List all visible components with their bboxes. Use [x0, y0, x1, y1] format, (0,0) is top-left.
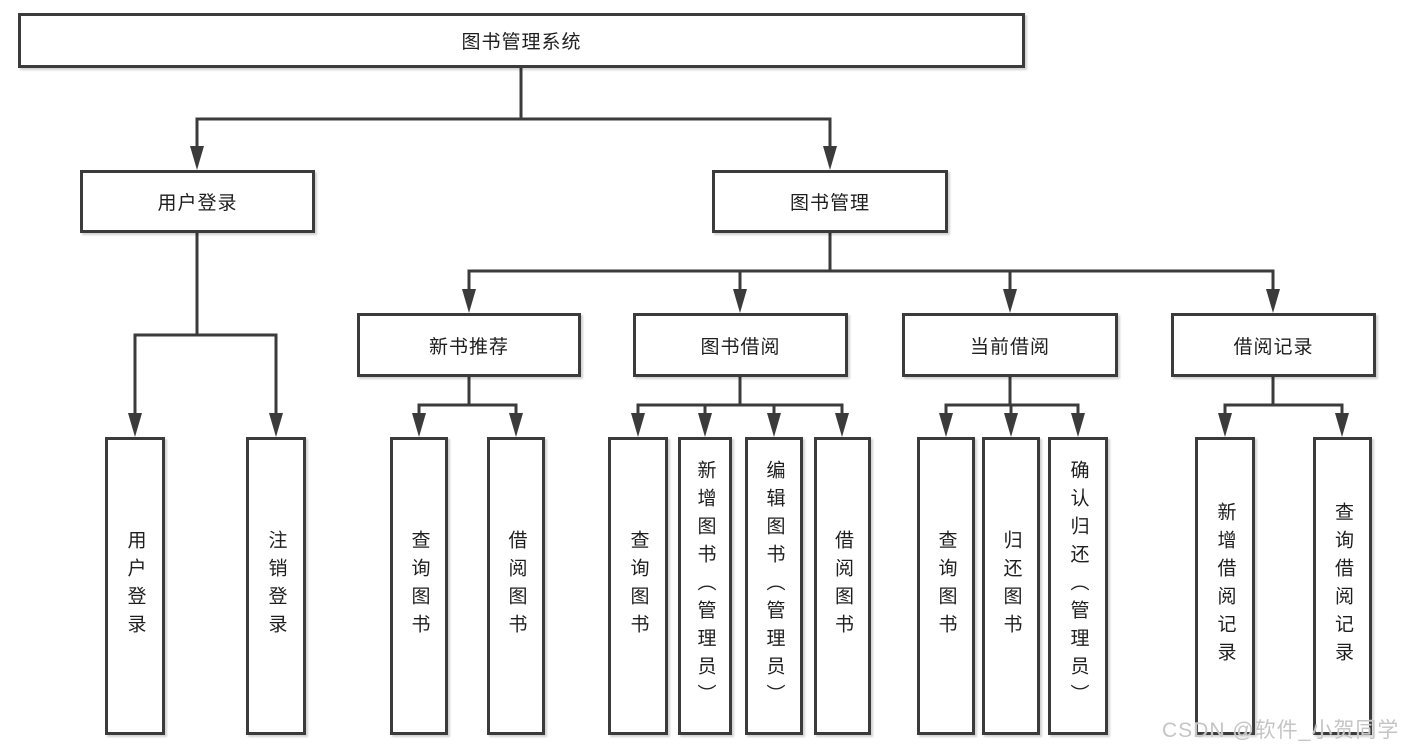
leaf-query-borrow-record-label: 查询借阅记录 — [1332, 502, 1353, 670]
leaf-query-borrow-record: 查询借阅记录 — [1313, 437, 1372, 735]
leaf-query-books-3-label: 查询图书 — [935, 530, 957, 642]
node-borrow-records: 借阅记录 — [1171, 313, 1376, 377]
watermark: CSDN @软件_小贺同学 — [1162, 719, 1400, 742]
leaf-query-books-3: 查询图书 — [917, 437, 975, 735]
leaf-confirm-return-admin: 确认归还（管理员） — [1048, 437, 1108, 735]
leaf-query-books-2: 查询图书 — [608, 437, 668, 735]
leaf-confirm-return-admin-label: 确认归还（管理员） — [1067, 460, 1089, 712]
leaf-borrow-books-1: 借阅图书 — [487, 437, 545, 735]
leaf-logout-label: 注销登录 — [265, 530, 287, 642]
leaf-return-books: 归还图书 — [982, 437, 1040, 735]
leaf-borrow-books-2-label: 借阅图书 — [832, 530, 853, 642]
leaf-user-login-label: 用户登录 — [124, 530, 146, 642]
leaf-edit-books-admin: 编辑图书（管理员） — [745, 437, 803, 735]
leaf-query-books-2-label: 查询图书 — [627, 530, 649, 642]
leaf-borrow-books-2: 借阅图书 — [814, 437, 871, 735]
node-current-borrow: 当前借阅 — [902, 313, 1118, 377]
leaf-user-login: 用户登录 — [105, 437, 165, 735]
leaf-logout: 注销登录 — [246, 437, 306, 735]
node-new-book-recommend: 新书推荐 — [357, 313, 581, 377]
leaf-borrow-books-1-label: 借阅图书 — [505, 530, 527, 642]
leaf-query-books-1: 查询图书 — [390, 437, 448, 735]
node-book-borrow: 图书借阅 — [633, 313, 848, 377]
leaf-add-books-admin: 新增图书（管理员） — [678, 437, 732, 735]
node-book-management: 图书管理 — [712, 170, 948, 233]
leaf-add-borrow-record-label: 新增借阅记录 — [1214, 502, 1236, 670]
leaf-edit-books-admin-label: 编辑图书（管理员） — [763, 460, 785, 712]
leaf-add-books-admin-label: 新增图书（管理员） — [694, 460, 716, 712]
node-root-library-management-system: 图书管理系统 — [18, 13, 1025, 68]
leaf-return-books-label: 归还图书 — [1000, 530, 1022, 642]
node-user-login: 用户登录 — [80, 170, 315, 233]
leaf-add-borrow-record: 新增借阅记录 — [1195, 437, 1255, 735]
leaf-query-books-1-label: 查询图书 — [408, 530, 430, 642]
